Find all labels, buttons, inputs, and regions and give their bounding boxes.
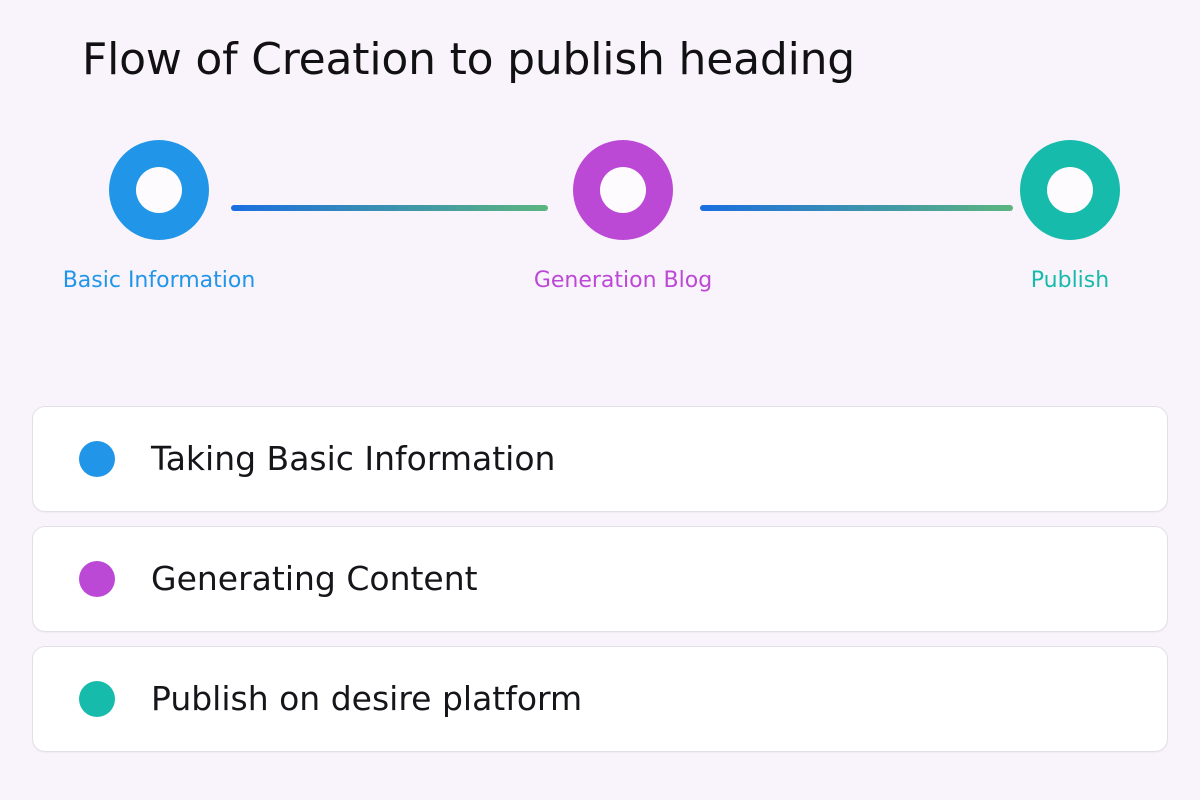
status-dot-icon <box>79 561 115 597</box>
status-card-list: Taking Basic Information Generating Cont… <box>32 406 1168 766</box>
stepper-step-label: Basic Information <box>62 268 256 293</box>
list-item[interactable]: Publish on desire platform <box>32 646 1168 752</box>
stepper-step-generation-blog[interactable]: Generation Blog <box>473 140 773 294</box>
list-item-label: Generating Content <box>151 559 478 599</box>
step-circle-hole <box>1047 167 1093 213</box>
list-item[interactable]: Taking Basic Information <box>32 406 1168 512</box>
stepper-step-basic-information[interactable]: Basic Information <box>9 140 309 294</box>
progress-stepper: Basic Information Generation Blog Publis… <box>0 140 1200 320</box>
step-connector-2 <box>700 205 1013 211</box>
step-circle-icon <box>1020 140 1120 240</box>
stepper-step-label: Generation Blog <box>533 268 713 293</box>
list-item-label: Publish on desire platform <box>151 679 583 719</box>
status-dot-icon <box>79 681 115 717</box>
step-connector-1 <box>231 205 548 211</box>
stepper-step-publish[interactable]: Publish <box>920 140 1200 294</box>
list-item-label: Taking Basic Information <box>151 439 556 479</box>
list-item[interactable]: Generating Content <box>32 526 1168 632</box>
step-circle-hole <box>600 167 646 213</box>
step-circle-icon <box>573 140 673 240</box>
status-dot-icon <box>79 441 115 477</box>
page-title: Flow of Creation to publish heading <box>82 34 856 85</box>
step-circle-hole <box>136 167 182 213</box>
step-circle-icon <box>109 140 209 240</box>
stepper-step-label: Publish <box>1030 268 1110 293</box>
